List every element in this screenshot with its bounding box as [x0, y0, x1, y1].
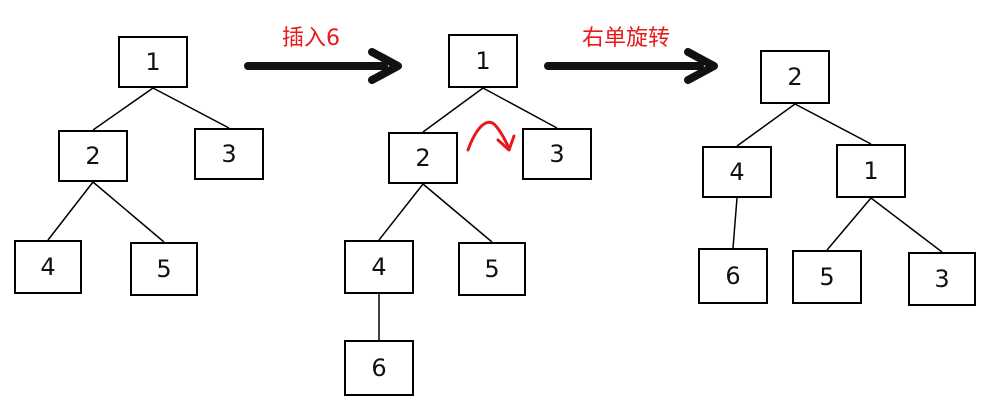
tree-edge: [870, 197, 943, 253]
tree-edge: [152, 87, 230, 129]
tree-node: 5: [130, 242, 198, 296]
tree-node: 5: [792, 250, 862, 304]
tree-edge: [92, 87, 154, 131]
tree-node: 6: [698, 248, 768, 304]
tree-node: 1: [836, 144, 906, 198]
right-arrow-icon: [244, 48, 402, 84]
tree-node: 1: [118, 36, 188, 88]
tree-node: 4: [702, 146, 772, 198]
tree-edge: [92, 181, 165, 243]
tree-edge: [47, 181, 94, 241]
tree-edge: [422, 183, 493, 243]
tree-node: 2: [58, 130, 128, 182]
tree-node: 6: [344, 340, 414, 396]
tree-edge: [422, 87, 484, 133]
tree-node: 3: [908, 252, 976, 306]
tree-node: 2: [388, 132, 458, 184]
tree-edge: [736, 103, 796, 147]
tree-edge: [826, 197, 872, 251]
tree-node: 5: [458, 242, 526, 296]
tree-edge: [378, 183, 424, 241]
tree-node: 3: [194, 128, 264, 180]
tree-edge: [794, 103, 872, 145]
edge-layer: [47, 87, 943, 340]
curved-arrow-icon: [466, 120, 516, 152]
tree-node: 3: [522, 128, 592, 180]
right-arrow-icon: [544, 48, 718, 84]
rotation-operation-label: 右单旋转: [582, 26, 671, 51]
insert-operation-label: 插入6: [282, 26, 340, 51]
tree-node: 4: [344, 240, 414, 294]
tree-edge: [482, 87, 558, 129]
tree-node: 2: [760, 50, 830, 104]
tree-node: 4: [14, 240, 82, 294]
tree-edge: [732, 197, 738, 249]
tree-node: 1: [448, 34, 518, 88]
